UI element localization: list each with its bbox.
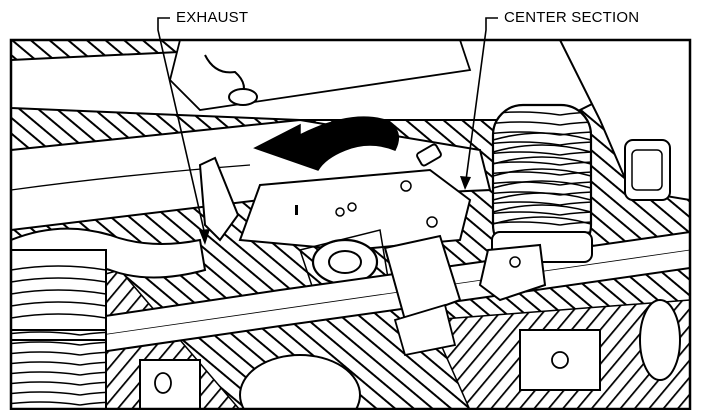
- drawing-frame-content: [11, 40, 690, 410]
- exhaust-label: EXHAUST: [176, 9, 249, 26]
- center-section-leader-line: [465, 17, 498, 181]
- exhaust-pipe-upper: [11, 118, 492, 232]
- removal-direction-arrow: [253, 116, 400, 171]
- exhaust-leader-arrowhead: [199, 229, 210, 245]
- center-section-leader-arrowhead: [460, 176, 471, 190]
- lower-muffler: [239, 354, 361, 410]
- center-section-label: CENTER SECTION: [504, 9, 640, 26]
- rubber-isolator: [198, 156, 240, 242]
- drawing-frame: [9, 38, 692, 411]
- right-hanger-bracket: [478, 243, 547, 302]
- exhaust-leader-line: [157, 17, 206, 236]
